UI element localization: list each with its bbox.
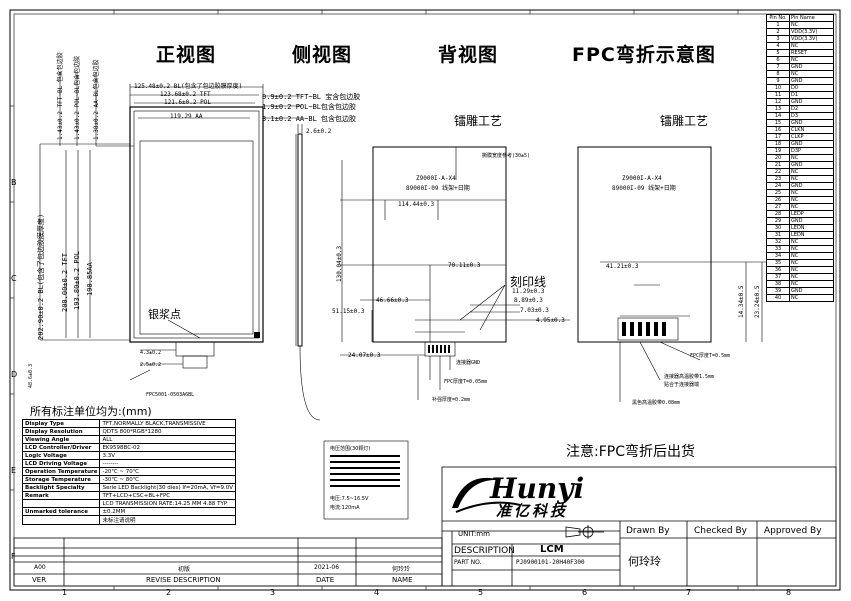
back-tape-ref: 撕膜宽度参考(30±5): [482, 153, 531, 159]
unit-label: UNIT:mm: [458, 530, 490, 538]
approved-by-label: Approved By: [764, 526, 822, 536]
pin-name: NC: [789, 294, 834, 302]
back-engrave-label: 镭雕工艺: [454, 114, 503, 128]
fpc-code-1: Z9000I-A-X4: [622, 175, 662, 182]
test-box-title: 电压范围(30颗灯): [330, 446, 371, 452]
grid-col-6: 6: [582, 588, 588, 597]
grid-row-c: C: [11, 274, 17, 283]
spec-key: [21, 515, 101, 525]
part-no: PJ0900101-20H40F300: [516, 559, 585, 566]
grid-row-e: E: [11, 466, 17, 475]
front-view-title: 正视图: [156, 44, 217, 66]
back-d4: 8.89±0.3: [514, 297, 543, 304]
grid-col-2: 2: [166, 588, 172, 597]
back-d2: 51.15±0.3: [332, 308, 365, 315]
grid-col-4: 4: [374, 588, 380, 597]
front-tft-width: 123.68±0.2 TFT: [160, 91, 211, 98]
grid-row-f: F: [11, 552, 16, 561]
fpc-tape-1: 连接器高温胶带1.5mm: [664, 374, 715, 380]
fpc-tape-2: 贴合于连接器端: [664, 382, 700, 388]
back-stiff: 补强厚度=0.2mm: [432, 397, 471, 403]
test-box-voltage: 电压:7.5~16.5V: [330, 496, 369, 502]
test-box-current: 电流:120mA: [330, 505, 360, 511]
silver-dot-label: 银浆点: [148, 308, 181, 321]
spec-row: 未标注请说明: [21, 515, 236, 525]
grid-col-5: 5: [478, 588, 484, 597]
back-w1: 114.44±0.3: [398, 201, 435, 208]
company-logo-en: Hunyi: [490, 472, 585, 505]
back-mark-label: 刻印线: [510, 275, 547, 289]
grid-col-8: 8: [786, 588, 792, 597]
front-bottom-2: 2.5±0.2: [140, 362, 162, 368]
grid-col-3: 3: [270, 588, 276, 597]
grid-col-1: 1: [62, 588, 68, 597]
back-d3: 11.29±0.3: [512, 288, 545, 295]
shipping-notice: 注意:FPC弯折后出货: [566, 444, 695, 460]
part-label: PART NO.: [454, 559, 482, 566]
side-total: 2.6±0.2: [306, 128, 332, 135]
unit-note: 所有标注单位均为:(mm): [30, 405, 152, 418]
back-d7: 24.07±0.3: [348, 352, 381, 359]
back-fpc-thk: FPC厚度T=0.05mm: [444, 379, 488, 385]
back-code-1: Z9000I-A-X4: [416, 175, 456, 182]
grid-row-d: D: [11, 370, 18, 379]
front-aa-width: 119.29 AA: [170, 113, 203, 120]
back-d5: 7.03±0.3: [520, 307, 549, 314]
back-w2: 70.11±0.3: [448, 262, 481, 269]
description-label: DESCRIPTION: [454, 546, 515, 556]
rev-name-value: 何玲玲: [392, 566, 411, 573]
name-label: NAME: [392, 576, 413, 584]
fpc-engrave-label: 镭雕工艺: [660, 114, 709, 128]
revise-label: REVISE DESCRIPTION: [146, 576, 221, 584]
front-fpc-label: FPC5001-0503A6BL: [146, 392, 195, 398]
fpc-tape-3: 黑色高温胶带0.08mm: [632, 400, 681, 406]
back-view-title: 背视图: [438, 44, 499, 66]
grid-col-7: 7: [686, 588, 692, 597]
date-label: DATE: [316, 576, 335, 584]
drawn-by-name: 何玲玲: [628, 555, 661, 568]
rev-ver-value: A00: [34, 564, 46, 571]
drawn-by-label: Drawn By: [626, 526, 670, 536]
front-bottom-1: 4.3±0.2: [140, 350, 162, 356]
side-aa-thk: 3.1±0.2 AA~BL 包含包边胶: [262, 115, 357, 123]
ver-label: VER: [32, 576, 47, 584]
side-view-title: 侧视图: [292, 44, 353, 66]
rev-date-value: 2021-06: [314, 564, 340, 571]
fpc-w1: 41.21±0.3: [606, 263, 639, 270]
back-d6: 4.95±0.3: [536, 317, 565, 324]
company-logo-cn: 准亿科技: [496, 502, 569, 520]
fpc-view-title: FPC弯折示意图: [572, 44, 716, 66]
back-d1: 46.66±0.3: [376, 297, 409, 304]
fpc-thk: FPC厚度T=0.5mm: [690, 353, 731, 359]
side-tft-thk: 0.9±0.2 TFT~BL 宝含包边胶: [262, 93, 361, 101]
checked-by-label: Checked By: [694, 526, 747, 536]
spec-value: 未标注请说明: [99, 515, 236, 525]
description-value: LCM: [540, 544, 564, 555]
front-pol-width: 121.6±0.2 POL: [164, 99, 211, 106]
back-conn: 连接器GND: [456, 360, 481, 366]
rev-desc-value: 初版: [178, 566, 191, 573]
back-code-2: 89000I-09 线架+日期: [406, 185, 470, 192]
side-pol-thk: 1.9±0.2 POL~BL包含包边胶: [262, 103, 357, 111]
front-bl-width: 125.48±0.2 BL(包含了包边胶膜厚度): [134, 83, 243, 90]
grid-row-b: B: [11, 178, 17, 187]
fpc-code-2: 89000I-09 线架+日期: [612, 185, 676, 192]
